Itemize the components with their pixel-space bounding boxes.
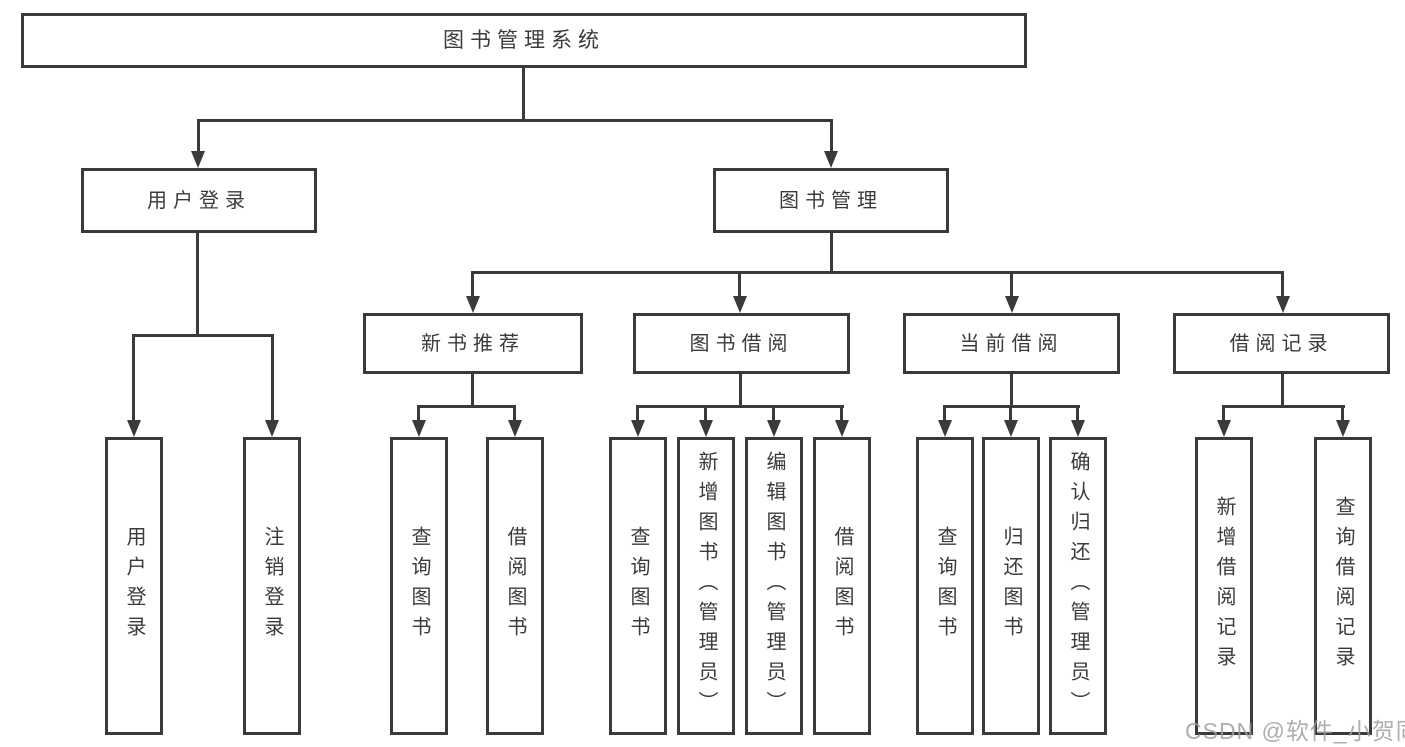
connector-line [522,68,525,122]
node-book-management: 图书管理 [713,168,949,233]
arrow-down-icon [835,420,849,437]
leaf-return-books-label: 归还图书 [1000,526,1022,646]
leaf-user-login: 用户登录 [105,437,163,735]
node-current-borrowing: 当前借阅 [903,313,1120,374]
leaf-query-books-current-label: 查询图书 [934,526,956,646]
arrow-down-icon [1276,296,1290,313]
arrow-down-icon [466,296,480,313]
node-borrowing-records-label: 借阅记录 [1229,332,1334,355]
arrow-down-icon [631,420,645,437]
arrow-down-icon [824,151,838,168]
leaf-query-borrow-record-label: 查询借阅记录 [1332,496,1354,676]
arrow-down-icon [767,420,781,437]
connector-line [1341,405,1344,422]
connector-line [197,119,200,154]
arrow-down-icon [1004,420,1018,437]
leaf-return-books: 归还图书 [982,437,1040,735]
arrow-down-icon [733,296,747,313]
leaf-query-books-recommend: 查询图书 [390,437,448,735]
connector-line [197,119,833,122]
connector-line [840,405,843,422]
leaf-query-books-current: 查询图书 [916,437,974,735]
arrow-down-icon [1071,420,1085,437]
leaf-logout: 注销登录 [243,437,301,735]
connector-line [1281,374,1284,408]
leaf-add-borrow-record: 新增借阅记录 [1195,437,1253,735]
leaf-borrow-books-recommend-label: 借阅图书 [504,526,526,646]
leaf-query-books-borrow: 查询图书 [609,437,667,735]
arrow-down-icon [1217,420,1231,437]
arrow-down-icon [1336,420,1350,437]
arrow-down-icon [412,420,426,437]
leaf-edit-books-admin: 编辑图书（管理员） [745,437,803,735]
connector-line [471,374,474,408]
connector-line [830,119,833,154]
arrow-down-icon [265,420,279,437]
connector-line [636,405,844,408]
node-library-management-system-label: 图书管理系统 [443,28,605,52]
connector-line [132,334,274,337]
leaf-borrow-books: 借阅图书 [813,437,871,735]
connector-line [1009,405,1012,422]
connector-line [1222,405,1345,408]
connector-line [1010,374,1013,408]
leaf-edit-books-admin-label: 编辑图书（管理员） [763,451,785,721]
leaf-confirm-return-admin-label: 确认归还（管理员） [1067,451,1089,721]
connector-line [830,233,833,274]
connector-line [196,233,199,337]
leaf-add-books-admin-label: 新增图书（管理员） [695,451,717,721]
connector-line [738,271,741,298]
connector-line [943,405,946,422]
node-new-book-recommendation: 新书推荐 [363,313,583,374]
connector-line [271,334,274,422]
leaf-query-borrow-record: 查询借阅记录 [1314,437,1372,735]
node-book-borrowing: 图书借阅 [633,313,850,374]
node-book-management-label: 图书管理 [779,189,883,212]
leaf-borrow-books-recommend: 借阅图书 [486,437,544,735]
connector-line [513,405,516,422]
connector-line [636,405,639,422]
connector-line [471,271,474,298]
node-current-borrowing-label: 当前借阅 [959,332,1064,355]
arrow-down-icon [127,420,141,437]
leaf-borrow-books-label: 借阅图书 [831,526,853,646]
leaf-confirm-return-admin: 确认归还（管理员） [1049,437,1107,735]
arrow-down-icon [191,151,205,168]
connector-line [471,271,1284,274]
node-user-login-label: 用户登录 [147,189,251,212]
arrow-down-icon [699,420,713,437]
connector-line [1281,271,1284,298]
connector-line [1076,405,1079,422]
connector-line [772,405,775,422]
leaf-add-borrow-record-label: 新增借阅记录 [1213,496,1235,676]
connector-line [704,405,707,422]
connector-line [739,374,742,408]
node-new-book-recommendation-label: 新书推荐 [421,332,525,355]
watermark: CSDN @软件_小贺同学 [1185,718,1405,744]
arrow-down-icon [1005,296,1019,313]
arrow-down-icon [938,420,952,437]
connector-line [417,405,420,422]
connector-line [417,405,516,408]
leaf-logout-label: 注销登录 [261,526,283,646]
leaf-user-login-label: 用户登录 [123,526,145,646]
arrow-down-icon [508,420,522,437]
node-book-borrowing-label: 图书借阅 [689,332,794,355]
connector-line [132,334,135,422]
node-user-login: 用户登录 [81,168,317,233]
node-borrowing-records: 借阅记录 [1173,313,1390,374]
leaf-add-books-admin: 新增图书（管理员） [677,437,735,735]
node-library-management-system: 图书管理系统 [21,13,1027,68]
connector-line [1222,405,1225,422]
connector-line [1010,271,1013,298]
leaf-query-books-borrow-label: 查询图书 [627,526,649,646]
leaf-query-books-recommend-label: 查询图书 [408,526,430,646]
